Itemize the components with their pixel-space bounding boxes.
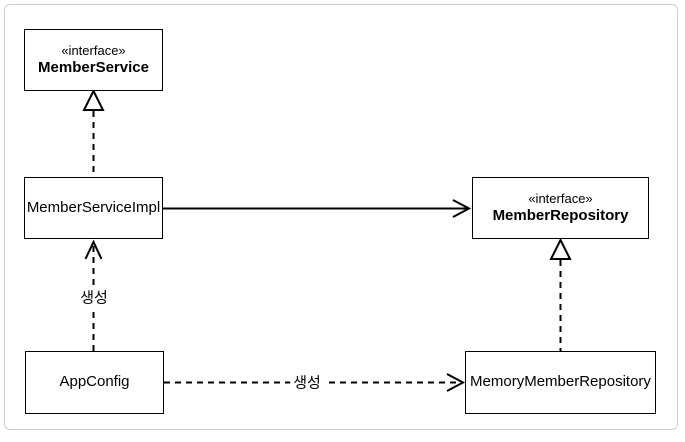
class-name-member-repository: MemberRepository xyxy=(492,206,629,224)
edge-label-create-horizontal: 생성 xyxy=(290,370,324,394)
class-box-member-service-impl: MemberServiceImpl xyxy=(24,177,163,239)
stereotype-label: «interface» xyxy=(528,190,593,206)
class-box-member-service: «interface» MemberService xyxy=(24,29,163,91)
class-box-member-repository: «interface» MemberRepository xyxy=(472,177,649,239)
stereotype-label: «interface» xyxy=(61,42,126,58)
class-box-app-config: AppConfig xyxy=(25,351,164,414)
edge-label-create-vertical: 생성 xyxy=(77,285,111,309)
class-box-memory-member-repository: MemoryMemberRepository xyxy=(465,351,656,414)
class-name-member-service: MemberService xyxy=(38,58,149,76)
class-name-memory-member-repository: MemoryMemberRepository xyxy=(470,373,651,391)
class-name-member-service-impl: MemberServiceImpl xyxy=(26,198,161,216)
class-name-app-config: AppConfig xyxy=(59,373,130,391)
